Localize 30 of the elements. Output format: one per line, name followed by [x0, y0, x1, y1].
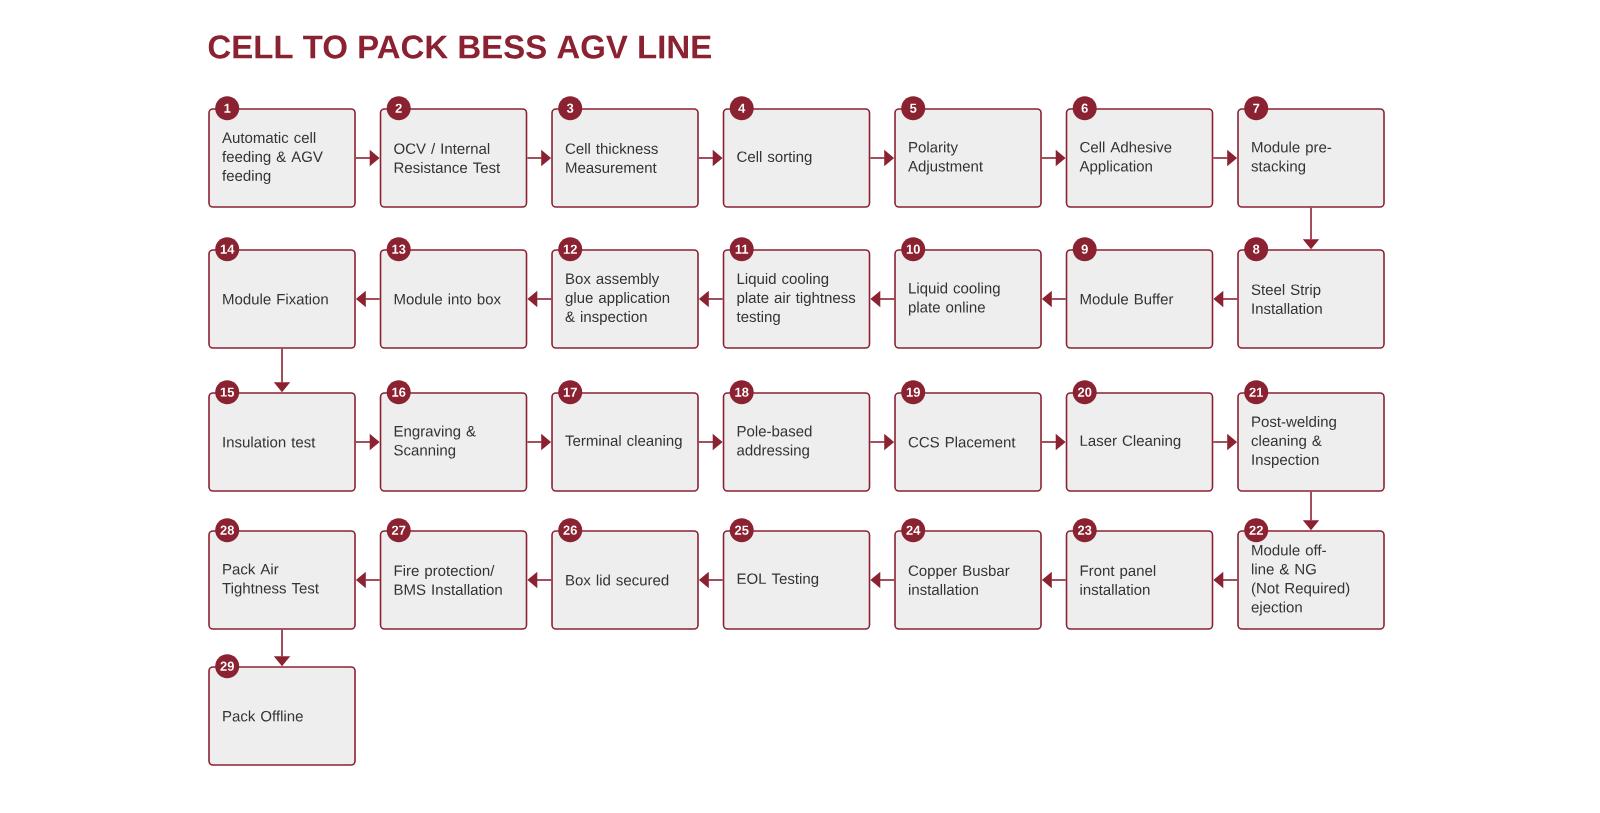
step-badge: 14	[215, 237, 240, 262]
step-badge: 5	[901, 96, 926, 121]
step-badge: 20	[1072, 380, 1097, 405]
step-badge: 15	[215, 380, 240, 405]
step-badge: 2	[386, 96, 411, 121]
step-badge: 16	[386, 380, 411, 405]
step-badge: 3	[558, 96, 583, 121]
step-badge: 19	[901, 380, 926, 405]
step-badge: 27	[386, 518, 411, 543]
step-badge: 21	[1244, 380, 1269, 405]
step-badge: 10	[901, 237, 926, 262]
step-badge: 17	[558, 380, 583, 405]
step-badge: 24	[901, 518, 926, 543]
step-badge: 9	[1072, 237, 1097, 262]
step-badge: 1	[215, 96, 240, 121]
step-badge: 13	[386, 237, 411, 262]
step-badge: 23	[1072, 518, 1097, 543]
step-badge: 7	[1244, 96, 1269, 121]
step-badge: 18	[729, 380, 754, 405]
step-badge: 4	[729, 96, 754, 121]
step-badge: 11	[729, 237, 754, 262]
step-badge: 12	[558, 237, 583, 262]
step-badge: 8	[1244, 237, 1269, 262]
step-badge: 26	[558, 518, 583, 543]
step-badge: 6	[1072, 96, 1097, 121]
step-badge: 28	[215, 518, 240, 543]
step-badge: 25	[729, 518, 754, 543]
step-badge: 29	[215, 654, 240, 679]
title: CELL TO PACK BESS AGV LINE	[208, 35, 711, 59]
step-badge: 22	[1244, 518, 1269, 543]
